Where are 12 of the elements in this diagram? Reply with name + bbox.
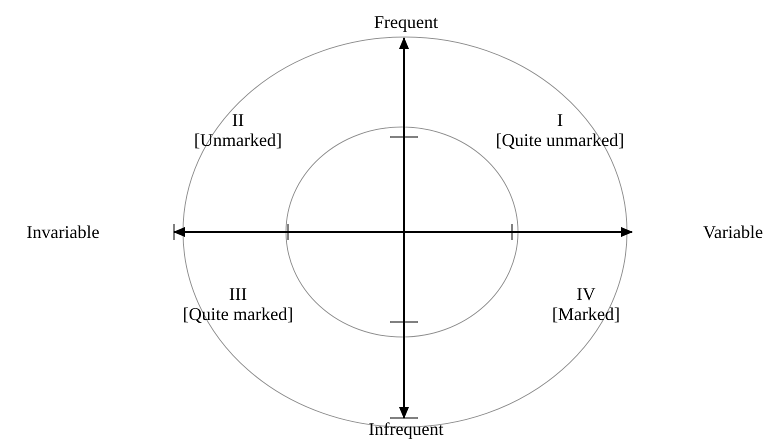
axis-label: Infrequent [368, 419, 444, 439]
quadrant-label: [Unmarked] [194, 130, 282, 150]
quadrant-label: [Quite marked] [182, 304, 294, 324]
quadrant-numeral: II [232, 110, 244, 130]
quadrant-numeral: IV [576, 284, 596, 304]
axis-label: Variable [703, 222, 763, 242]
quadrant-label: [Quite unmarked] [496, 130, 624, 150]
axis-label: Frequent [374, 12, 438, 32]
quadrant-numeral: I [557, 110, 563, 130]
quadrant-label: [Marked] [552, 304, 620, 324]
quadrant-numeral: III [229, 284, 247, 304]
axis-label: Invariable [26, 222, 100, 242]
